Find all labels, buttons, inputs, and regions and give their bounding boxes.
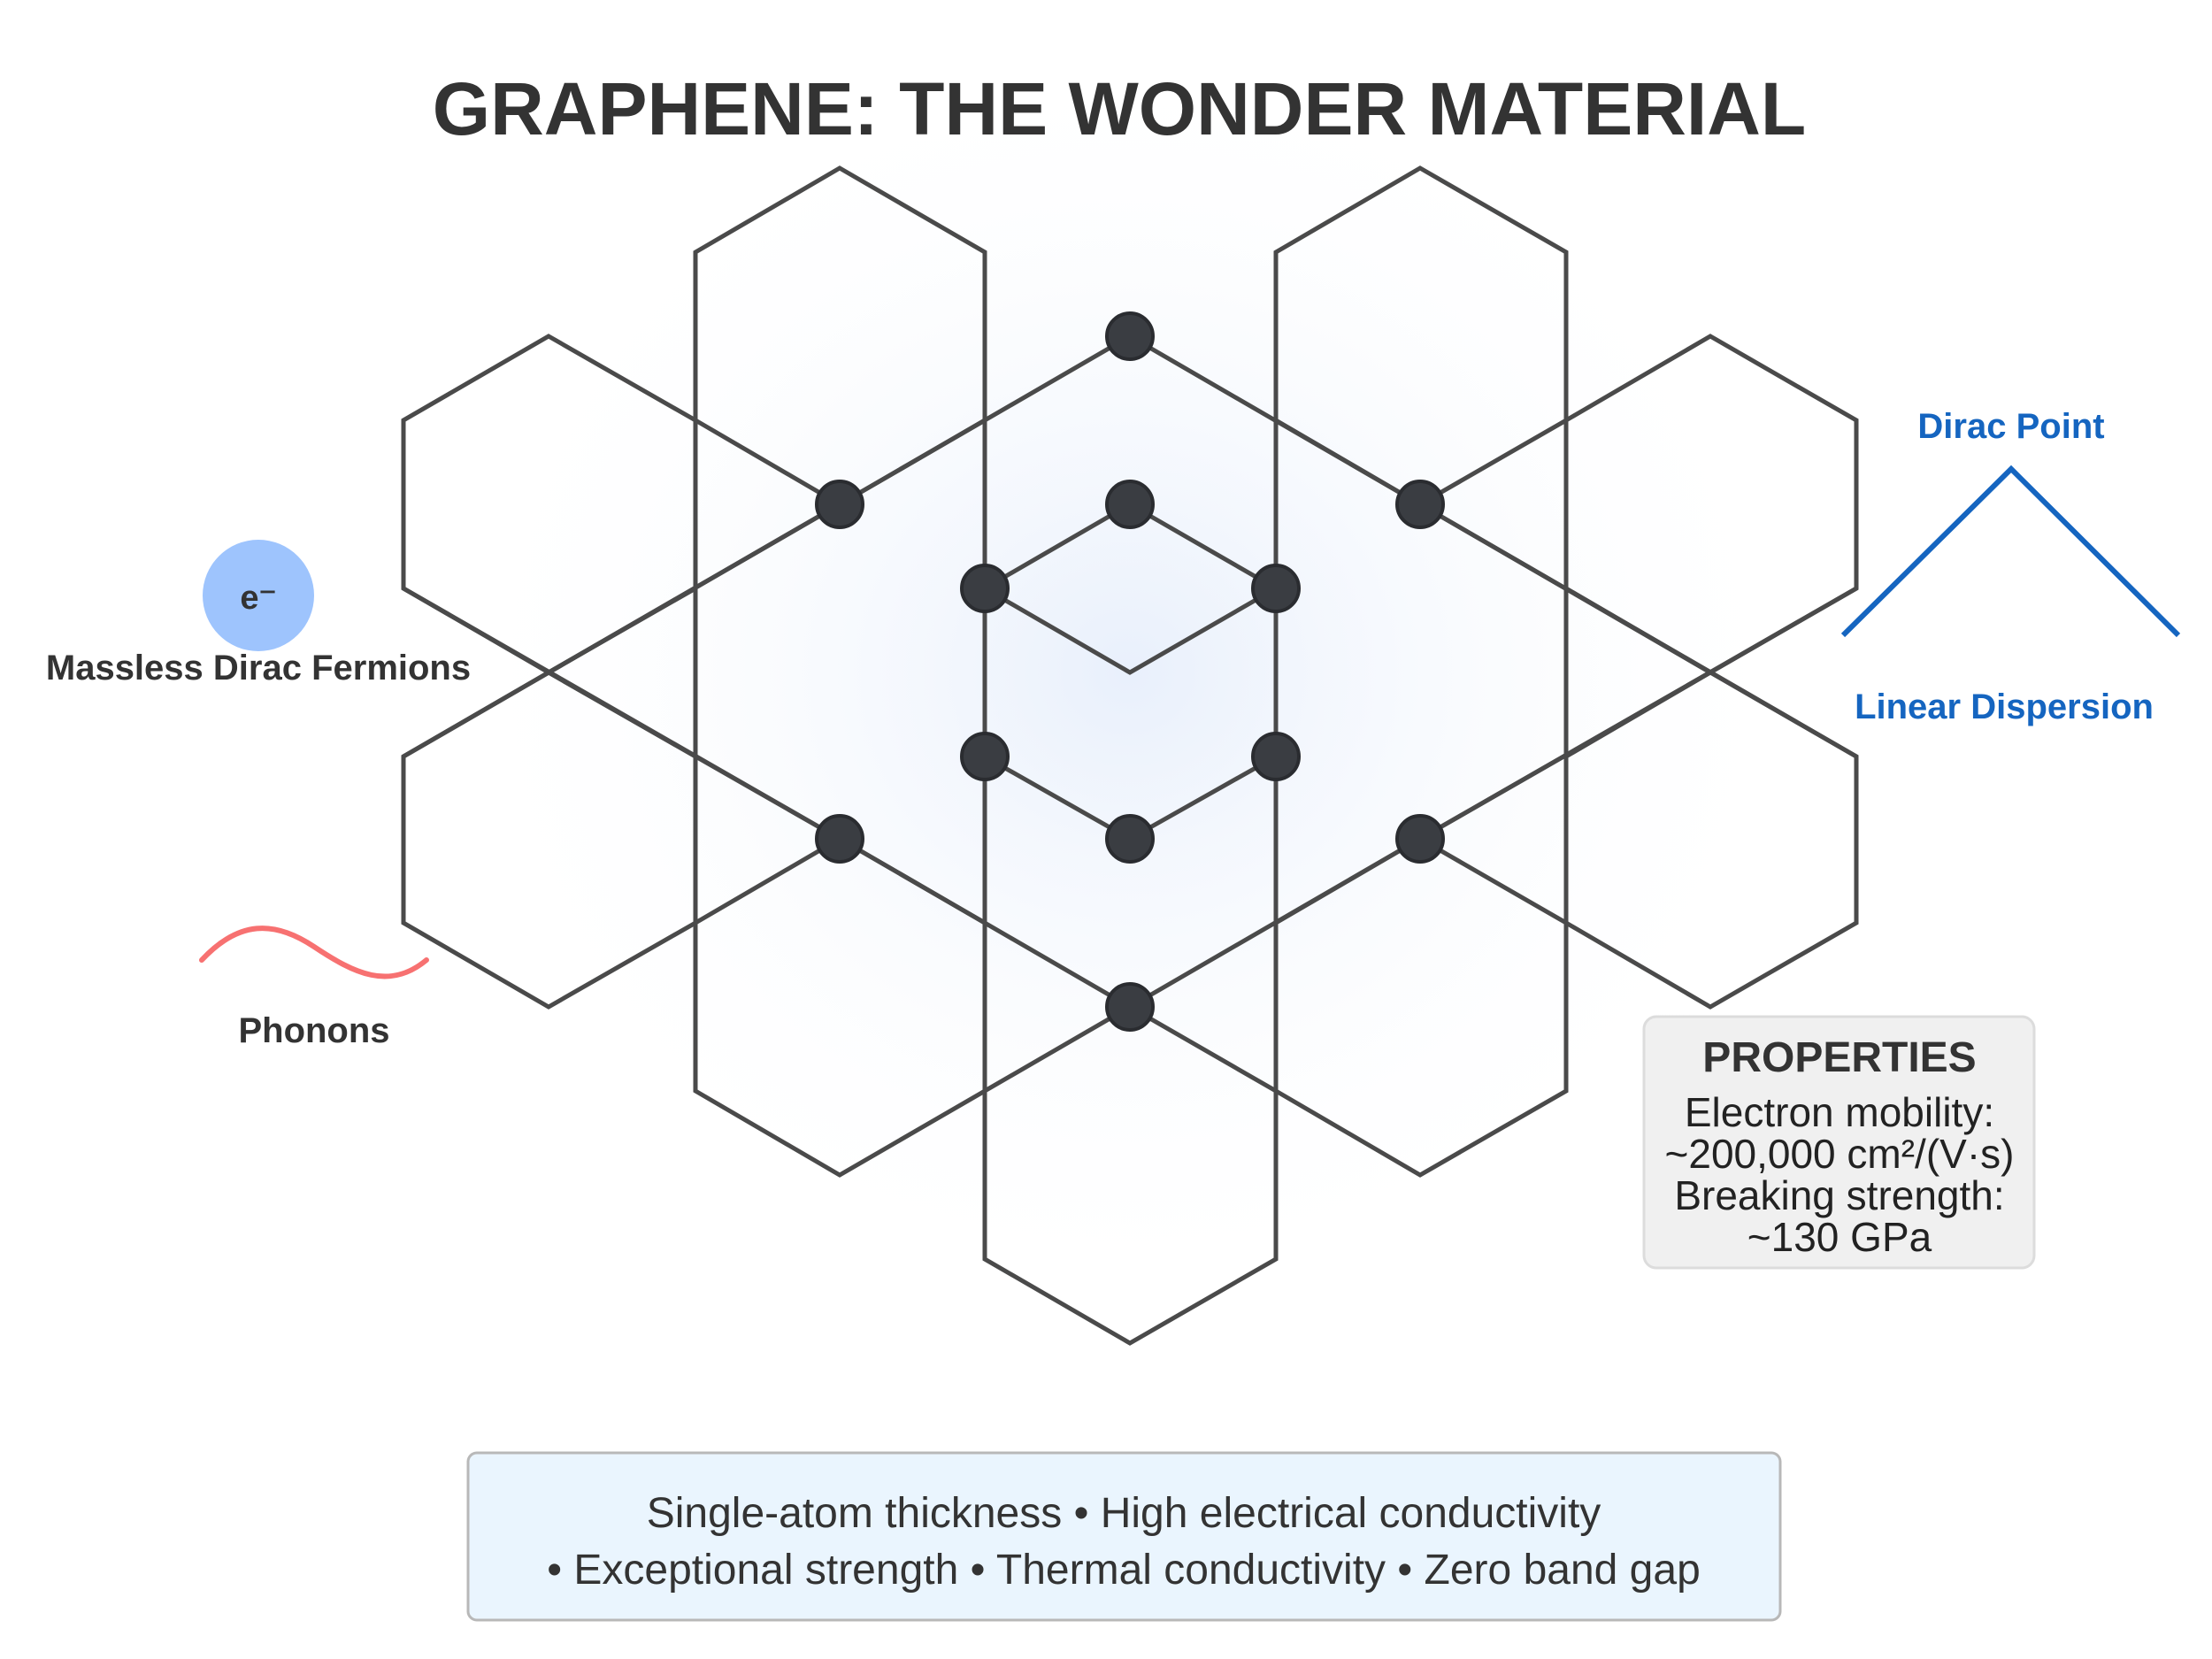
features-line: Single-atom thickness • High electrical … bbox=[647, 1490, 1601, 1537]
properties-box bbox=[1642, 1015, 2036, 1270]
property-line: ~130 GPa bbox=[1747, 1214, 1932, 1260]
page-title: GRAPHENE: THE WONDER MATERIAL bbox=[433, 67, 1806, 150]
property-line: ~200,000 cm²/(V·s) bbox=[1665, 1131, 2015, 1177]
carbon-atom bbox=[1105, 982, 1155, 1032]
dirac-point-label: Dirac Point bbox=[1917, 407, 2104, 446]
property-line: Electron mobility: bbox=[1685, 1089, 1994, 1135]
property-line: Breaking strength: bbox=[1674, 1172, 2004, 1218]
carbon-atom bbox=[1105, 311, 1155, 361]
carbon-atom bbox=[1105, 814, 1155, 864]
features-line: • Exceptional strength • Thermal conduct… bbox=[547, 1547, 1701, 1594]
lattice-edge bbox=[983, 586, 1278, 675]
phonons-label: Phonons bbox=[238, 1011, 389, 1050]
electron-icon bbox=[203, 540, 314, 651]
carbon-atom bbox=[1395, 480, 1445, 529]
linear-dispersion-label: Linear Dispersion bbox=[1855, 687, 2154, 726]
properties-heading: PROPERTIES bbox=[1702, 1034, 1976, 1081]
dirac-cone-icon bbox=[1840, 465, 2181, 638]
carbon-atom bbox=[1105, 480, 1155, 529]
features-box bbox=[466, 1451, 1782, 1622]
hexagon bbox=[982, 1004, 1279, 1346]
honeycomb-lattice bbox=[401, 165, 1859, 1346]
lattice-edge bbox=[547, 670, 841, 841]
carbon-atom bbox=[1251, 564, 1301, 613]
carbon-atoms bbox=[815, 311, 1445, 1032]
lattice-edge bbox=[547, 502, 841, 675]
carbon-atom bbox=[1251, 732, 1301, 781]
electron-symbol: e⁻ bbox=[240, 580, 276, 617]
electron-label: Massless Dirac Fermions bbox=[46, 649, 471, 687]
phonon-wave-icon bbox=[199, 926, 429, 979]
carbon-atom bbox=[815, 814, 864, 864]
carbon-atom bbox=[960, 564, 1010, 613]
carbon-atom bbox=[815, 480, 864, 529]
lattice-edge bbox=[1418, 502, 1712, 675]
carbon-atom bbox=[1395, 814, 1445, 864]
lattice-edge bbox=[1418, 670, 1712, 841]
carbon-atom bbox=[960, 732, 1010, 781]
